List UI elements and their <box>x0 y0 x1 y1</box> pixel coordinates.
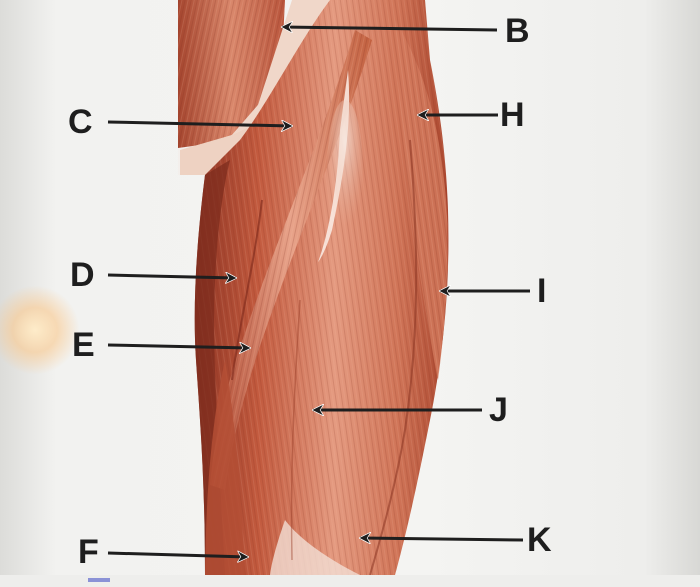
arrow-C <box>107 122 292 126</box>
arrow-D <box>107 275 236 278</box>
tendon-band <box>232 0 330 135</box>
arrow-E <box>107 345 250 348</box>
label-b: B <box>505 12 530 50</box>
label-e: E <box>72 326 95 364</box>
label-h: H <box>500 96 525 134</box>
label-k: K <box>527 521 552 559</box>
label-d: D <box>70 256 95 294</box>
arrow-F <box>107 553 248 557</box>
arrow-B <box>282 27 498 30</box>
label-c: C <box>68 103 93 141</box>
label-i: I <box>537 272 547 310</box>
label-f: F <box>78 533 99 571</box>
arrow-K <box>360 538 524 540</box>
label-j: J <box>489 391 508 429</box>
